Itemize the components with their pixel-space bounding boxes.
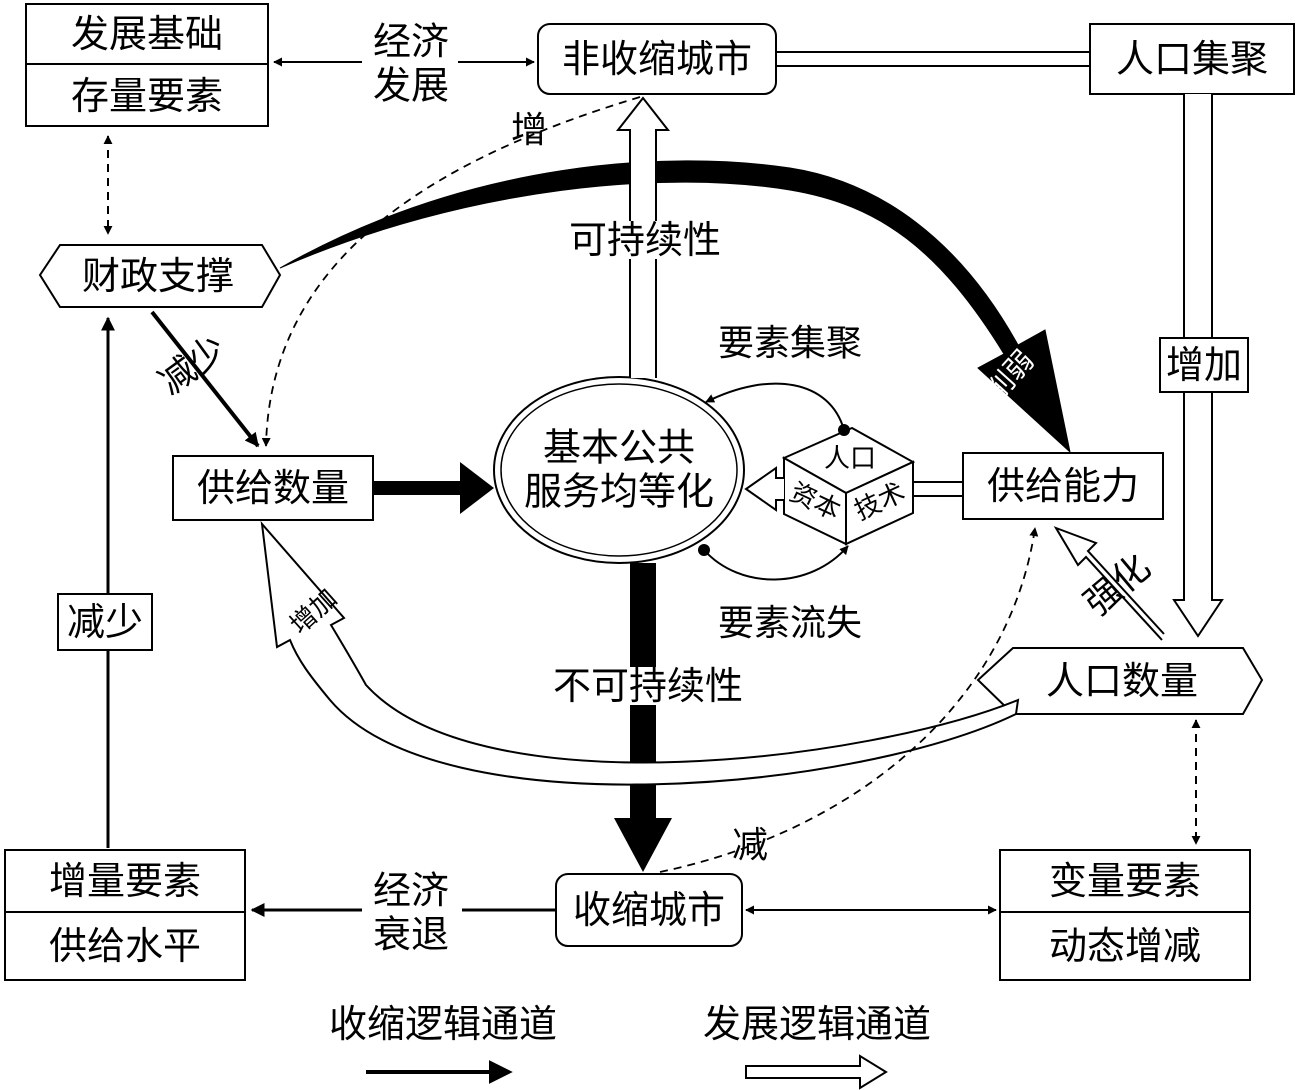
shousuo-to-gongji-nengli-dashed bbox=[659, 527, 1039, 873]
kechixuxing-label: 可持续性 bbox=[568, 218, 722, 262]
yaosu-jiju-label: 要素集聚 bbox=[717, 323, 863, 364]
jiben-gonggong-inner-ellipse bbox=[500, 383, 738, 557]
jingji-fazhan-line2: 发展 bbox=[372, 63, 450, 107]
jianshao-box-label: 减少 bbox=[66, 600, 144, 644]
zengjia-box-label: 增加 bbox=[1165, 343, 1243, 387]
jingji-fazhan-label: 经济 发展 bbox=[372, 19, 450, 108]
jiben-gonggong-label: 基本公共 服务均等化 bbox=[524, 426, 714, 513]
factor-cube bbox=[781, 426, 916, 546]
gongji-shuliang-to-jiben-body bbox=[373, 481, 465, 495]
cunliang-yaosu-label: 存量要素 bbox=[70, 74, 224, 118]
xueruo-curved-arrow-body bbox=[279, 160, 1071, 454]
jiben-gonggong-outer-ellipse bbox=[493, 376, 745, 564]
jingji-fazhan-line1: 经济 bbox=[372, 19, 450, 64]
jingji-shuaitui-label: 经济 衰退 bbox=[373, 869, 449, 956]
zengjia-label-box bbox=[1159, 337, 1249, 393]
zengjia-hollow-curved-arrow bbox=[260, 520, 1020, 786]
caizheng-zhicheng-label: 财政支撑 bbox=[81, 254, 235, 298]
jiben-gonggong-line2: 服务均等化 bbox=[523, 469, 715, 513]
shousuo-chengshi-label: 收缩城市 bbox=[572, 888, 726, 932]
caizheng-to-gongji-shuliang bbox=[150, 310, 260, 448]
yaosu-liushi-curve bbox=[703, 545, 849, 581]
yaosu-liushi-label: 要素流失 bbox=[717, 603, 863, 644]
zeng-label: 增 bbox=[510, 110, 548, 151]
fazhan-jichu-label: 发展基础 bbox=[70, 12, 224, 56]
gongji-shuliang-to-jiben-head bbox=[460, 462, 494, 514]
yaosu-jiju-curve bbox=[705, 382, 845, 431]
bianliang-yaosu-label: 变量要素 bbox=[1048, 859, 1202, 903]
qianghua-hollow-arrow bbox=[1053, 526, 1165, 641]
legend-develop-hollow-arrow bbox=[745, 1054, 888, 1090]
bukechixuxing-arrow-head bbox=[614, 818, 672, 872]
zengliang-gongji-box bbox=[4, 849, 246, 981]
gongji-nengli-label: 供给能力 bbox=[986, 464, 1140, 508]
bianliang-dongtai-box bbox=[999, 849, 1251, 981]
cube-top-label: 人口 bbox=[823, 444, 877, 474]
gongji-shuliang-box bbox=[172, 455, 374, 521]
dongtai-zengjian-label: 动态增减 bbox=[1048, 924, 1202, 968]
fei-shousuo-chengshi-label: 非收缩城市 bbox=[561, 37, 753, 81]
jingji-shuaitui-line1: 经济 bbox=[372, 868, 450, 913]
renkou-shuliang-hexagon bbox=[976, 647, 1264, 715]
legend-shrink-label: 收缩逻辑通道 bbox=[328, 1002, 558, 1046]
jingji-shuaitui-line2: 衰退 bbox=[372, 912, 450, 956]
jiben-gonggong-line1: 基本公共 bbox=[542, 425, 696, 470]
jian-label: 减 bbox=[731, 825, 769, 866]
jianshao-label-box bbox=[57, 593, 153, 651]
bukechixuxing-label: 不可持续性 bbox=[552, 664, 744, 708]
gongji-nengli-box bbox=[962, 452, 1164, 520]
cube-to-jiben-hollow-arrow bbox=[744, 466, 784, 512]
renkou-jiju-label: 人口集聚 bbox=[1115, 37, 1269, 81]
fei-shousuo-chengshi-box bbox=[537, 23, 777, 95]
renkou-shuliang-label: 人口数量 bbox=[1045, 659, 1199, 703]
legend-develop-label: 发展逻辑通道 bbox=[702, 1002, 932, 1046]
gongji-shuliang-label: 供给数量 bbox=[196, 466, 350, 510]
gongji-shuiping-label: 供给水平 bbox=[48, 924, 202, 968]
yaosu-liushi-dot bbox=[698, 544, 710, 556]
yaosu-jiju-dot bbox=[838, 424, 850, 436]
zengliang-yaosu-label: 增量要素 bbox=[48, 859, 202, 903]
caizheng-zhicheng-hexagon bbox=[38, 244, 282, 308]
